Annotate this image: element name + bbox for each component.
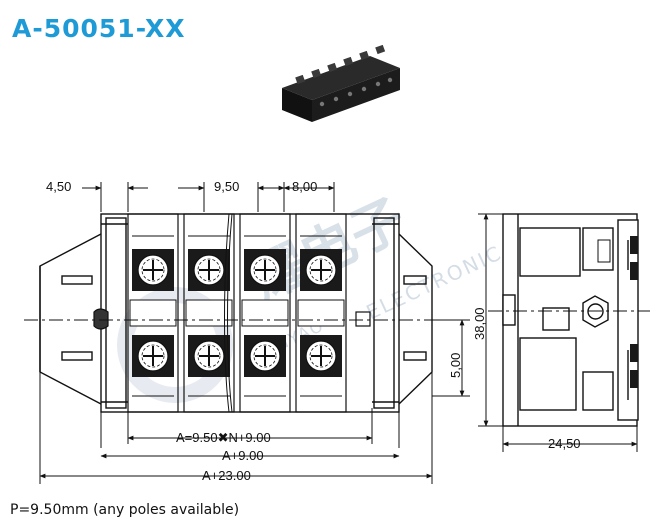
dim-formula-a: A=9.50✖N+9.00 [176,430,271,445]
dim-5-00: 5,00 [448,353,463,378]
screw-terminal-bottom [300,335,342,377]
cable-line [224,213,230,413]
dim-4-50: 4,50 [46,179,71,194]
side-view-dark-parts [597,236,638,388]
dim-24-50: 24,50 [548,436,581,451]
pole-compartment [239,213,291,413]
dim-5-00-lines [432,319,470,397]
screw-terminal-bottom [132,335,174,377]
product-photo [282,44,400,122]
dim-38-00: 38,00 [472,307,487,340]
dim-9-50: 9,50 [214,179,239,194]
part-number-title: A-50051-XX [12,14,186,43]
dim-formula-a23: A+23.00 [202,468,251,483]
screw-terminal-top [188,249,230,291]
dim-24-50-lines [502,426,638,452]
pole-compartments [127,213,347,413]
screw-terminal-top [244,249,286,291]
center-notches [93,308,371,330]
bottom-dimensions [39,372,433,484]
pole-compartment [295,213,347,413]
screw-terminal-top [300,249,342,291]
screw-terminal-bottom [188,335,230,377]
dim-8-00: 8,00 [292,179,317,194]
screw-terminal-bottom [244,335,286,377]
top-dimensions [82,182,335,212]
screw-terminal-top [132,249,174,291]
dim-formula-a9: A+9.00 [222,448,264,463]
side-view [502,213,639,427]
dim-38-00-lines [478,213,503,427]
pole-compartment [127,213,179,413]
footnote: P=9.50mm (any poles available) [10,502,240,518]
